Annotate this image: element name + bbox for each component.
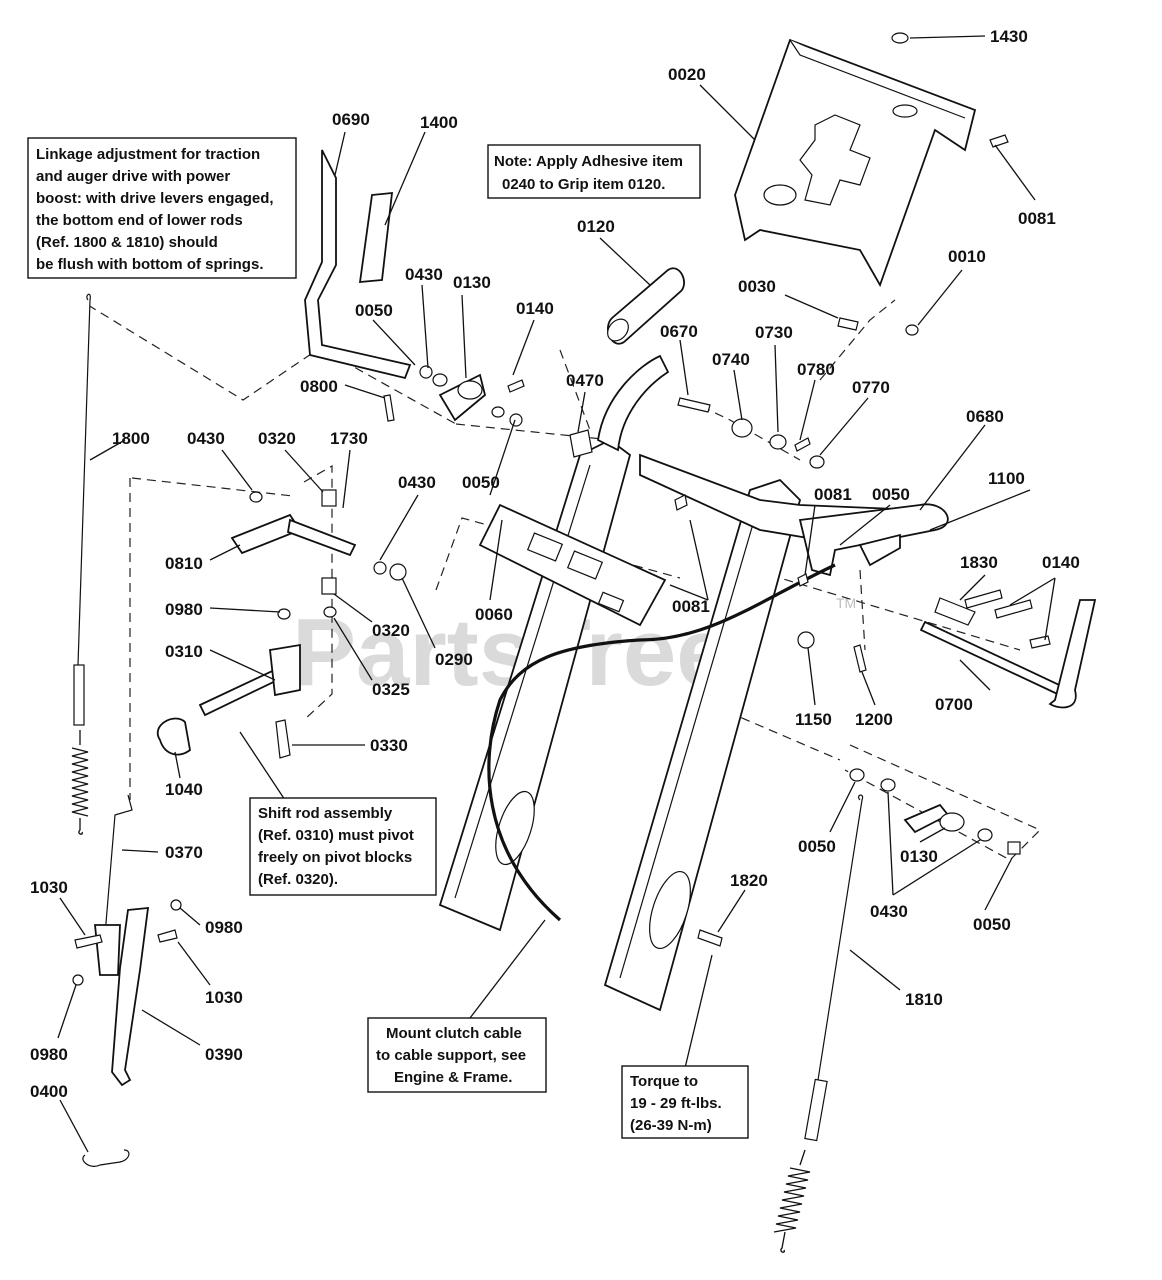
callout-1810: 1810 — [905, 990, 943, 1009]
callout-0980-upper: 0980 — [165, 600, 203, 619]
callout-1830: 1830 — [960, 553, 998, 572]
hardware — [72, 32, 1051, 986]
callout-0050-upper: 0050 — [355, 301, 393, 320]
shaft-0700 — [919, 597, 1097, 709]
svg-text:19 - 29 ft-lbs.: 19 - 29 ft-lbs. — [630, 1095, 722, 1112]
callout-1400: 1400 — [420, 113, 458, 132]
pivot-bracket-right — [849, 768, 1021, 855]
svg-text:and auger drive with power: and auger drive with power — [36, 168, 230, 185]
rod-1810 — [773, 794, 864, 1253]
svg-text:0240 to Grip item 0120.: 0240 to Grip item 0120. — [502, 176, 665, 193]
callout-0430-upper: 0430 — [405, 265, 443, 284]
callout-labels: 1430 0020 0081 0010 0030 0690 1400 0120 … — [30, 27, 1080, 1101]
callout-0120: 0120 — [577, 217, 615, 236]
callout-0810: 0810 — [165, 554, 203, 573]
svg-text:Note: Apply Adhesive item: Note: Apply Adhesive item — [494, 153, 683, 170]
callout-0980-right: 0980 — [205, 918, 243, 937]
callout-0730: 0730 — [755, 323, 793, 342]
svg-text:Linkage adjustment for tractio: Linkage adjustment for traction — [36, 146, 260, 163]
svg-text:Shift rod assembly: Shift rod assembly — [258, 805, 393, 822]
clutch-cable — [487, 563, 836, 922]
callout-0325: 0325 — [372, 680, 410, 699]
callout-0081-top: 0081 — [1018, 209, 1056, 228]
callout-0400: 0400 — [30, 1082, 68, 1101]
callout-1200: 1200 — [855, 710, 893, 729]
callout-0780: 0780 — [797, 360, 835, 379]
callout-0330: 0330 — [370, 736, 408, 755]
callout-0320-lower: 0320 — [372, 621, 410, 640]
callout-0390: 0390 — [205, 1045, 243, 1064]
callout-1150: 1150 — [795, 710, 832, 729]
callout-0290: 0290 — [435, 650, 473, 669]
callout-0370: 0370 — [165, 843, 203, 862]
svg-text:(Ref. 1800 & 1810) should: (Ref. 1800 & 1810) should — [36, 234, 218, 251]
callout-0060: 0060 — [475, 605, 513, 624]
callout-0020: 0020 — [668, 65, 706, 84]
svg-text:freely on pivot blocks: freely on pivot blocks — [258, 849, 412, 866]
pivot-bracket-left — [438, 373, 523, 427]
callout-0690: 0690 — [332, 110, 370, 129]
note-linkage: Linkage adjustment for traction and auge… — [27, 137, 297, 279]
note-adhesive: Note: Apply Adhesive item 0240 to Grip i… — [487, 144, 701, 199]
callout-0050-mid: 0050 — [872, 485, 910, 504]
callout-1800: 1800 — [112, 429, 150, 448]
note-shift-rod: Shift rod assembly (Ref. 0310) must pivo… — [249, 797, 437, 896]
callout-0670: 0670 — [660, 322, 698, 341]
callout-0010: 0010 — [948, 247, 986, 266]
callout-1730: 1730 — [330, 429, 368, 448]
svg-text:(Ref. 0310) must pivot: (Ref. 0310) must pivot — [258, 827, 414, 844]
callout-0140-upper: 0140 — [516, 299, 554, 318]
callout-0470: 0470 — [566, 371, 604, 390]
note-torque: Torque to 19 - 29 ft-lbs. (26-39 N-m) — [621, 1065, 749, 1139]
callout-0980-lower: 0980 — [30, 1045, 68, 1064]
lower-linkage-left — [82, 794, 150, 1167]
svg-text:the bottom end of lower rods: the bottom end of lower rods — [36, 212, 243, 229]
callout-0310: 0310 — [165, 642, 203, 661]
callout-0680: 0680 — [966, 407, 1004, 426]
callout-0130-right: 0130 — [900, 847, 938, 866]
callout-0081-lower: 0081 — [672, 597, 710, 616]
callout-0700: 0700 — [935, 695, 973, 714]
svg-text:be flush with bottom of spring: be flush with bottom of springs. — [36, 256, 263, 273]
svg-text:Torque to: Torque to — [630, 1073, 698, 1090]
callout-0430-right: 0430 — [870, 902, 908, 921]
note-clutch-cable: Mount clutch cable to cable support, see… — [367, 1017, 547, 1093]
shaft-0810 — [230, 513, 357, 557]
callout-1820: 1820 — [730, 871, 768, 890]
callout-0140-right: 0140 — [1042, 553, 1080, 572]
callout-0030: 0030 — [738, 277, 776, 296]
leader-lines — [57, 35, 1056, 1153]
right-lever — [798, 503, 949, 577]
callout-0050-right-upper: 0050 — [798, 837, 836, 856]
svg-text:(Ref. 0320).: (Ref. 0320). — [258, 871, 338, 888]
watermark-trademark: TM — [836, 595, 856, 611]
svg-text:Mount clutch cable: Mount clutch cable — [386, 1025, 522, 1042]
callout-0050-center: 0050 — [462, 473, 500, 492]
svg-text:(26-39 N-m): (26-39 N-m) — [630, 1117, 712, 1134]
grip — [607, 267, 685, 345]
callout-0130-upper: 0130 — [453, 273, 491, 292]
callout-0081-mid: 0081 — [814, 485, 852, 504]
assembly-guide-lines — [87, 299, 1042, 861]
callout-0770: 0770 — [852, 378, 890, 397]
callout-0430-left: 0430 — [187, 429, 225, 448]
top-cover — [734, 38, 977, 288]
callout-1040: 1040 — [165, 780, 203, 799]
svg-text:to cable support, see: to cable support, see — [376, 1047, 526, 1064]
callout-0050-right-lower: 0050 — [973, 915, 1011, 934]
callout-0800: 0800 — [300, 377, 338, 396]
callout-1030-left: 1030 — [30, 878, 68, 897]
callout-1100: 1100 — [988, 469, 1025, 488]
svg-text:Engine & Frame.: Engine & Frame. — [394, 1069, 512, 1086]
svg-text:boost: with drive levers engag: boost: with drive levers engaged, — [36, 190, 274, 207]
rod-1800 — [71, 293, 91, 835]
callout-0430-center: 0430 — [398, 473, 436, 492]
callout-1030-right: 1030 — [205, 988, 243, 1007]
callout-1430: 1430 — [990, 27, 1028, 46]
callout-0740: 0740 — [712, 350, 750, 369]
left-lever — [304, 149, 412, 380]
shift-rod-assembly — [156, 489, 337, 759]
callout-0320-upper: 0320 — [258, 429, 296, 448]
